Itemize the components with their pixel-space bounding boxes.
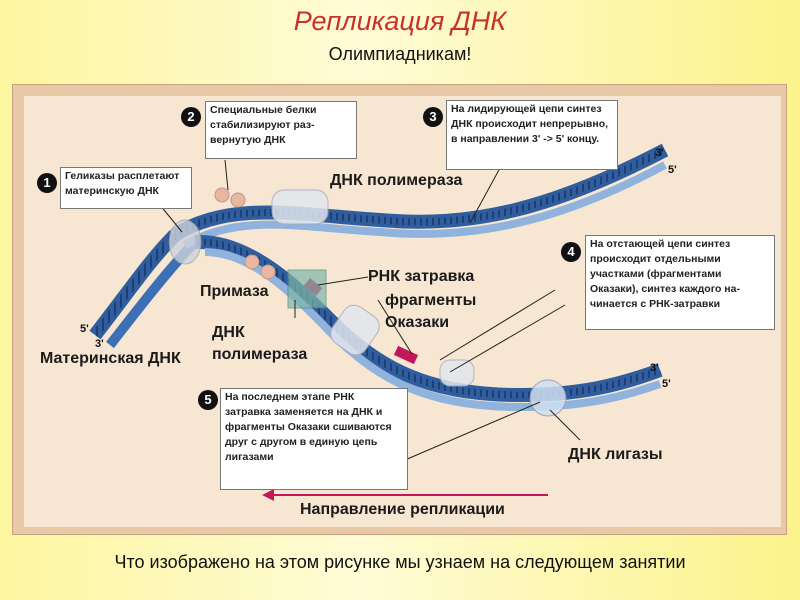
primase-enzyme [288, 270, 326, 308]
replication-direction-arrow [262, 489, 548, 501]
label-dna-polymerase-bottom: ДНК полимераза [212, 322, 322, 366]
footer-text: Что изображено на этом рисунке мы узнаем… [0, 552, 800, 573]
end-top-5: 5' [668, 164, 677, 176]
label-dna-ligase: ДНК лигазы [568, 446, 663, 464]
label-primase: Примаза [200, 283, 268, 301]
step-4-callout: На отстающей цепи синтез происходит отде… [585, 235, 775, 330]
end-bottom-3: 3' [650, 362, 659, 374]
ssb-protein [231, 193, 245, 207]
step-1-callout: Геликазы расплетают материнскую ДНК [60, 167, 192, 209]
step-5-badge: 5 [198, 390, 218, 410]
step-3-badge: 3 [423, 107, 443, 127]
end-top-3: 3' [655, 147, 664, 159]
label-rna-primer: РНК затравка [368, 268, 474, 286]
ssb-protein [261, 265, 275, 279]
step-2-badge: 2 [181, 107, 201, 127]
rna-primer-2 [394, 346, 418, 364]
dna-ligase-enzyme [530, 380, 566, 416]
step-4-badge: 4 [561, 242, 581, 262]
ssb-protein [245, 255, 259, 269]
end-bottom-5: 5' [662, 378, 671, 390]
step-1-badge: 1 [37, 173, 57, 193]
end-left-5: 5' [80, 323, 89, 335]
label-dna-polymerase-top: ДНК полимераза [330, 172, 462, 190]
label-parent-dna: Материнская ДНК [40, 350, 181, 368]
end-left-3: 3' [95, 338, 104, 350]
step-2-callout: Специальные белки стабилизируют раз-верн… [205, 101, 357, 159]
helicase-enzyme [169, 220, 201, 264]
step-5-callout: На последнем этапе РНК затравка заменяет… [220, 388, 408, 490]
label-okazaki-fragments: фрагменты Оказаки [385, 290, 495, 334]
dna-polymerase-leading [272, 190, 328, 224]
dna-polymerase-lagging-2 [440, 360, 474, 386]
label-replication-direction: Направление репликации [300, 501, 505, 519]
step-3-callout: На лидирующей цепи синтез ДНК происходит… [446, 100, 618, 170]
ssb-protein [215, 188, 229, 202]
